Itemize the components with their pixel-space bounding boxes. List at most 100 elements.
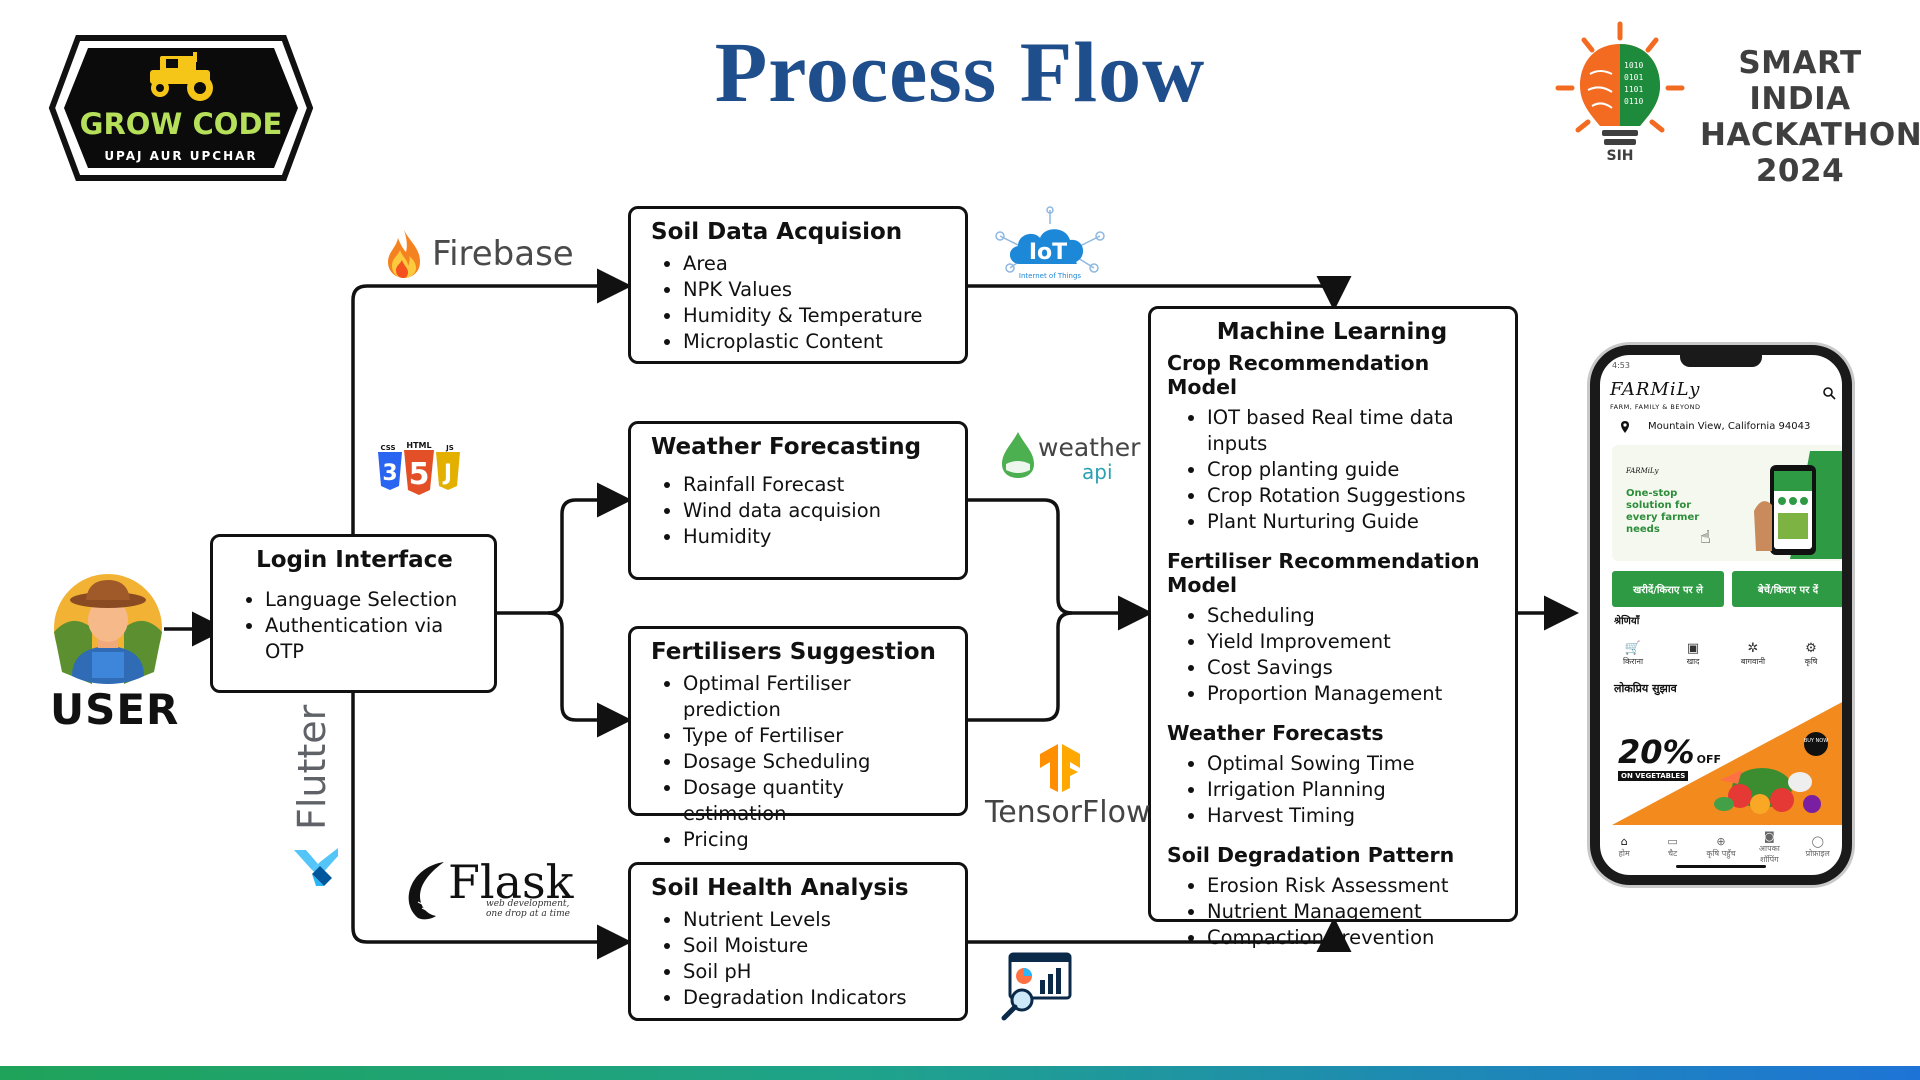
sih-logo: 1010 0101 1101 0110 SIH [1550, 18, 1690, 178]
weather-forecasting-box: Weather Forecasting Rainfall Forecast Wi… [628, 421, 968, 580]
nav-chat[interactable]: ▭चैट [1653, 835, 1693, 859]
cart-icon: 🛒 [1624, 641, 1642, 656]
ml-section-title: Soil Degradation Pattern [1167, 843, 1455, 867]
ml-section-list: Optimal Sowing Time Irrigation Planning … [1167, 751, 1497, 829]
list-item: Plant Nurturing Guide [1207, 509, 1497, 535]
phone-bottom-nav: ⌂होम ▭चैट ⊕कृषि पहुँच ◙आपका शॉपिंग ◯प्रो… [1600, 830, 1842, 865]
ml-section-list: Erosion Risk Assessment Nutrient Managem… [1167, 873, 1497, 951]
phone-brand: FARMiLy [1610, 379, 1701, 400]
flask-tagline: web development, one drop at a time [486, 899, 570, 919]
list-item: IOT based Real time data inputs [1207, 405, 1497, 457]
phone-popular-title: लोकप्रिय सुझाव [1614, 682, 1677, 695]
sell-rent-button[interactable]: बेचें/किराए पर दें [1732, 571, 1842, 607]
tensorflow-logo [1038, 744, 1082, 792]
list-item: Yield Improvement [1207, 629, 1497, 655]
svg-text:3: 3 [382, 461, 397, 486]
list-item: Irrigation Planning [1207, 777, 1497, 803]
page-title: Process Flow [714, 24, 1206, 120]
fertilisers-suggestion-box: Fertilisers Suggestion Optimal Fertilise… [628, 626, 968, 851]
login-title: Login Interface [256, 547, 453, 573]
firebase-logo [384, 228, 424, 280]
phone-promo-sub: ON VEGETABLES [1618, 771, 1689, 781]
category-label: खाद [1686, 657, 1700, 666]
tensorflow-label: TensorFlow [985, 795, 1151, 830]
sih-badge: SIH [1606, 148, 1633, 164]
nav-add[interactable]: ⊕कृषि पहुँच [1701, 835, 1741, 859]
soil-data-title: Soil Data Acquision [651, 219, 903, 245]
html-tag: HTML [406, 441, 431, 450]
list-item: Crop planting guide [1207, 457, 1497, 483]
category-label: बागवानी [1740, 657, 1766, 666]
nav-shop[interactable]: ◙आपका शॉपिंग [1749, 830, 1789, 865]
iot-logo: IoT Internet of Things [990, 206, 1110, 282]
nav-profile[interactable]: ◯प्रोफ़ाइल [1798, 835, 1838, 859]
phone-notch [1680, 355, 1762, 367]
firebase-label: Firebase [432, 234, 574, 274]
category-gardening[interactable]: ✲बागवानी [1728, 641, 1778, 667]
list-item: Dosage Scheduling [683, 749, 947, 775]
phone-promo-value: 20%OFF [1618, 733, 1721, 771]
list-item: Proportion Management [1207, 681, 1497, 707]
iot-text: IoT [1029, 240, 1067, 265]
fertilisers-list: Optimal Fertiliser prediction Type of Fe… [651, 671, 947, 853]
category-label: किराना [1622, 657, 1644, 666]
user-avatar [52, 572, 164, 684]
grow-code-logo: GROW CODE UPAJ AUR UPCHAR [48, 18, 314, 198]
category-agriculture[interactable]: ⚙कृषि [1786, 641, 1836, 667]
nav-label: होम [1618, 849, 1630, 858]
chat-icon: ▭ [1667, 835, 1678, 848]
svg-text:1101: 1101 [1624, 85, 1643, 94]
phone-categories-title: श्रेणियाँ [1614, 616, 1640, 627]
category-grocery[interactable]: 🛒किराना [1608, 641, 1658, 667]
list-item: Scheduling [1207, 603, 1497, 629]
weather-api-sub: api [1082, 460, 1113, 484]
svg-text:0110: 0110 [1624, 97, 1643, 106]
category-fertiliser[interactable]: ▣खाद [1668, 641, 1718, 667]
soil-health-list: Nutrient Levels Soil Moisture Soil pH De… [651, 907, 947, 1011]
home-icon: ⌂ [1620, 835, 1628, 848]
ml-section-list: IOT based Real time data inputs Crop pla… [1167, 405, 1497, 535]
list-item: Nutrient Management [1207, 899, 1497, 925]
svg-text:5: 5 [409, 457, 430, 492]
list-item: Rainfall Forecast [683, 472, 947, 498]
phone-location: Mountain View, California 94043 [1648, 421, 1811, 432]
soil-health-title: Soil Health Analysis [651, 875, 909, 901]
phone-hero-brand: FARMiLy [1626, 467, 1659, 475]
promo-value: 20% [1618, 733, 1695, 771]
ml-section-title: Fertiliser Recommendation Model [1167, 549, 1480, 597]
phone-mockup: 4:53 FARMiLy FARM, FAMILY & BEYOND Mount… [1590, 345, 1852, 885]
list-item: Area [683, 251, 947, 277]
bag-icon: ▣ [1686, 641, 1700, 656]
home-indicator [1676, 865, 1766, 868]
sih-line-1: SMART INDIA [1738, 45, 1862, 117]
list-item: Soil pH [683, 959, 947, 985]
shopping-bag-icon: ◙ [1764, 829, 1775, 843]
list-item: Harvest Timing [1207, 803, 1497, 829]
firebase-flame-icon [388, 230, 420, 278]
tensorflow-icon [1040, 744, 1080, 792]
ml-title: Machine Learning [1216, 319, 1448, 345]
nav-label: चैट [1668, 849, 1678, 858]
user-label: USER [50, 685, 180, 734]
iot-caption: Internet of Things [1019, 272, 1082, 280]
flask-label: Flask [448, 855, 574, 909]
location-pin-icon [1620, 419, 1630, 433]
buy-rent-button[interactable]: खरीदें/किराए पर ले [1612, 571, 1724, 607]
flutter-icon [294, 848, 338, 886]
phone-promo-banner[interactable]: BUY NOW [1612, 700, 1842, 825]
search-icon[interactable] [1822, 385, 1836, 400]
list-item: Humidity & Temperature [683, 303, 947, 329]
fertilisers-title: Fertilisers Suggestion [651, 639, 936, 665]
weather-api-label: weather [1038, 433, 1141, 462]
nav-label: कृषि पहुँच [1706, 849, 1736, 858]
list-item: Language Selection [265, 587, 476, 613]
list-item: Nutrient Levels [683, 907, 947, 933]
machine-learning-box: Machine Learning Crop Recommendation Mod… [1148, 306, 1518, 949]
list-item: Compaction Prevention [1207, 925, 1497, 951]
nav-home[interactable]: ⌂होम [1604, 835, 1644, 859]
soil-health-analysis-box: Soil Health Analysis Nutrient Levels Soi… [628, 862, 968, 1021]
flask-horn-icon [400, 858, 450, 922]
ml-section-list: Scheduling Yield Improvement Cost Saving… [1167, 603, 1497, 707]
weather-list: Rainfall Forecast Wind data acquision Hu… [651, 472, 947, 550]
category-label: कृषि [1804, 657, 1818, 666]
